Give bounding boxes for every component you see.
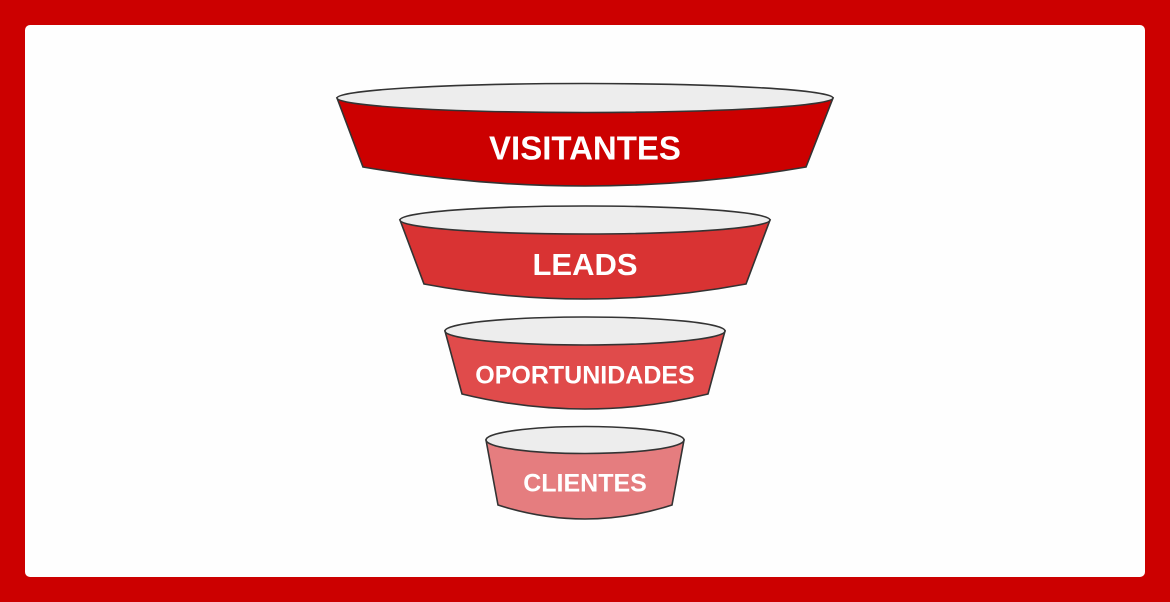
stage-label: LEADS [532,247,637,282]
stage-label: VISITANTES [489,130,681,167]
stage-body [485,439,685,520]
stage-body [443,330,727,410]
stage-rim [485,425,685,455]
stage-rim [444,316,726,346]
stage-label: CLIENTES [523,470,647,498]
stage-rim [336,82,834,114]
stage-label: OPORTUNIDADES [475,362,694,390]
stage-rim [399,205,771,235]
funnel-stage-clientes: CLIENTES [485,425,685,520]
stage-body [335,97,835,187]
funnel-stage-leads: LEADS [398,205,772,300]
funnel-stage-visitantes: VISITANTES [335,82,835,187]
stage-body [398,219,772,300]
funnel-stage-oportunidades: OPORTUNIDADES [443,316,727,410]
